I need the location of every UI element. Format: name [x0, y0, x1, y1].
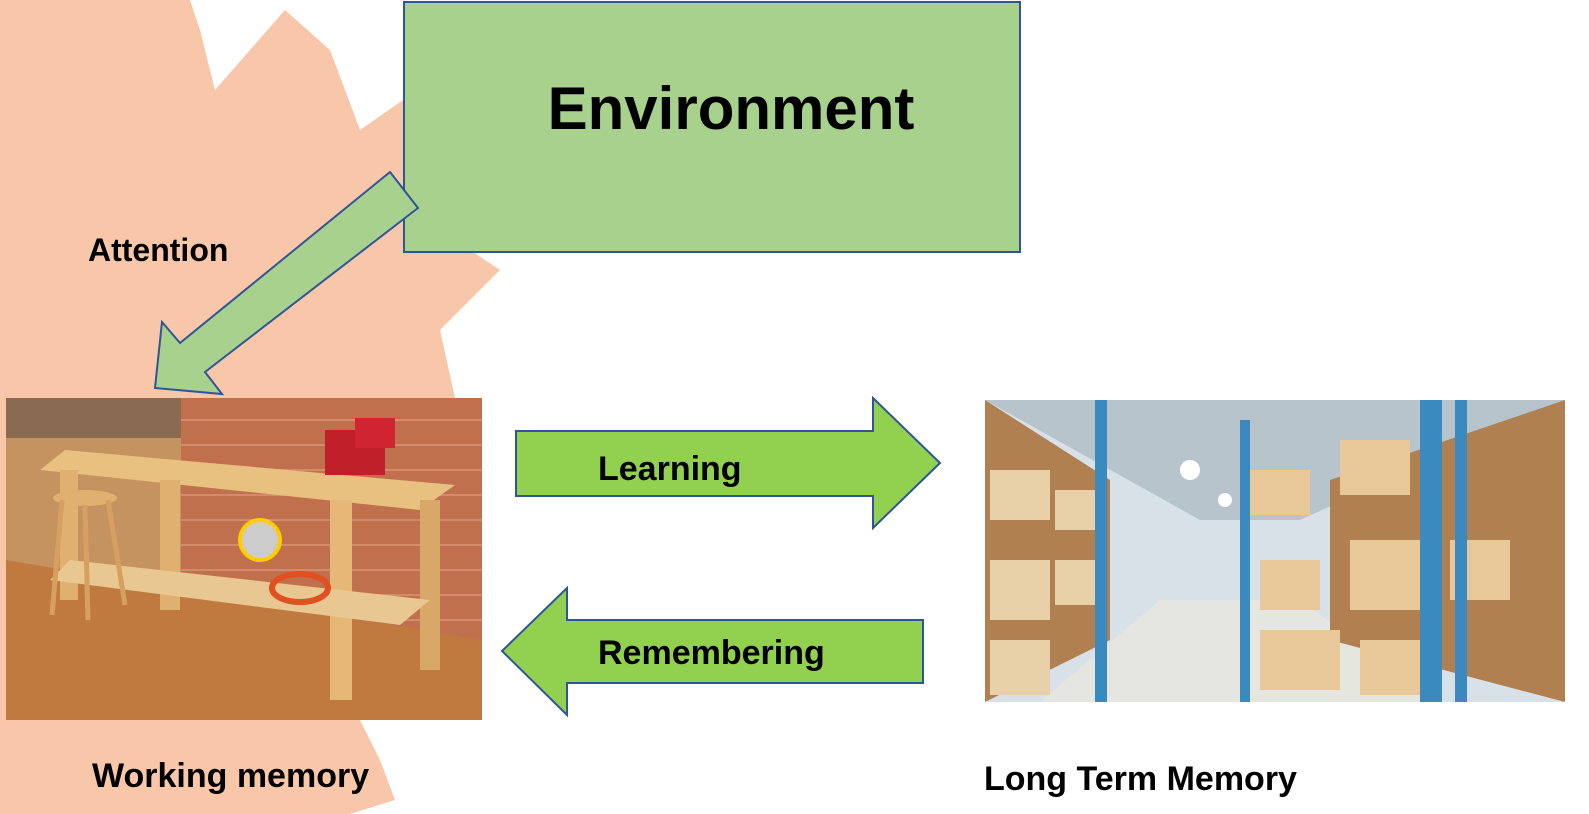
- learning-label: Learning: [598, 450, 742, 488]
- environment-box: [403, 1, 1021, 253]
- attention-label: Attention: [88, 232, 229, 268]
- working-memory-caption: Working memory: [92, 757, 370, 795]
- environment-label: Environment: [547, 75, 915, 142]
- long-term-memory-caption: Long Term Memory: [984, 760, 1297, 798]
- remembering-label: Remembering: [598, 634, 825, 672]
